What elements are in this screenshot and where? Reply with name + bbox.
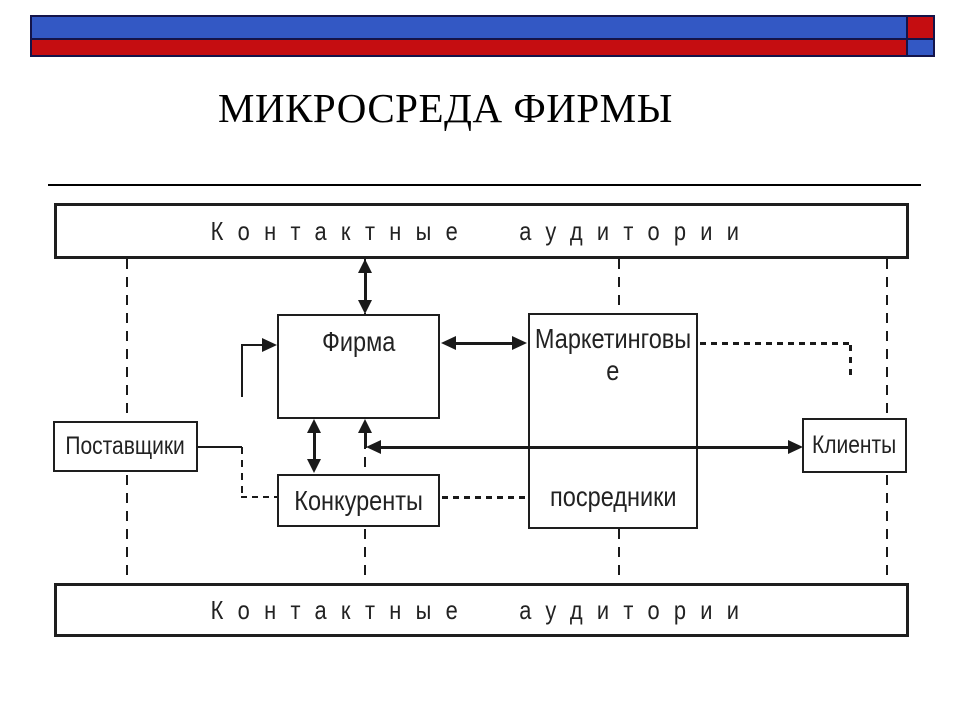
suppliers-competitors-dash-h — [241, 496, 277, 498]
marketing-intermediaries-box: Маркетинговы е посредники — [528, 313, 698, 529]
contact-audiences-bottom-label: Контактные аудитории — [210, 594, 753, 625]
arrow-to-clients-left-head — [366, 440, 381, 454]
contact-audiences-top-box: Контактные аудитории — [54, 203, 909, 259]
suppliers-firm-riser — [241, 345, 243, 397]
clients-label: Клиенты — [812, 431, 897, 459]
header-bar-blue-red-cap — [906, 15, 935, 40]
competitors-box: Конкуренты — [277, 474, 440, 527]
firm-box: Фирма — [277, 314, 440, 419]
intermediaries-clients-dotted-h — [700, 342, 852, 345]
firm-label: Фирма — [321, 326, 396, 357]
title-divider — [48, 184, 921, 186]
header-bar-red-blue-cap — [906, 38, 935, 57]
header-bar-blue — [30, 15, 908, 40]
contact-audiences-top-label: Контактные аудитории — [210, 215, 753, 246]
clients-box: Клиенты — [802, 418, 907, 473]
competitors-intermediaries-dotted — [442, 496, 528, 499]
intermediaries-line-3: посредники — [549, 481, 677, 512]
marketing-intermediaries-top-lines: Маркетинговы е — [520, 323, 706, 387]
arrow-to-clients-right-head — [788, 440, 803, 454]
arrow-firm-intermediaries-right-head — [512, 336, 527, 350]
page-title: МИКРОСРЕДА ФИРМЫ — [218, 85, 673, 131]
suppliers-firm-arrow-head — [262, 338, 277, 352]
intermediaries-line-2: е — [606, 355, 620, 387]
suppliers-box: Поставщики — [53, 421, 198, 472]
intermediaries-clients-dotted-v — [849, 345, 852, 375]
suppliers-competitors-dash-v — [241, 447, 243, 497]
arrow-banner-firm-shaft — [364, 266, 367, 308]
arrow-firm-intermediaries-left-head — [441, 336, 456, 350]
contact-audiences-bottom-box: Контактные аудитории — [54, 583, 909, 637]
arrow-firm-competitors-up-head — [307, 419, 321, 433]
suppliers-firm-arrow-shaft — [241, 344, 265, 346]
arrow-clients-firm-up-head — [358, 419, 372, 433]
intermediaries-line-1: Маркетинговы — [534, 323, 692, 354]
arrow-banner-firm-down-head — [358, 300, 372, 314]
arrow-firm-intermediaries-shaft — [446, 342, 522, 345]
arrow-banner-firm-up-head — [358, 259, 372, 273]
competitors-label: Конкуренты — [294, 484, 423, 516]
suppliers-out-line — [198, 446, 242, 448]
arrow-firm-competitors-shaft — [313, 425, 316, 467]
arrow-firm-competitors-down-head — [307, 459, 321, 473]
arrow-clients-firm-stub — [364, 430, 367, 448]
header-bar-red — [30, 38, 908, 57]
suppliers-label: Поставщики — [65, 432, 186, 460]
arrow-to-clients-shaft — [372, 446, 792, 449]
